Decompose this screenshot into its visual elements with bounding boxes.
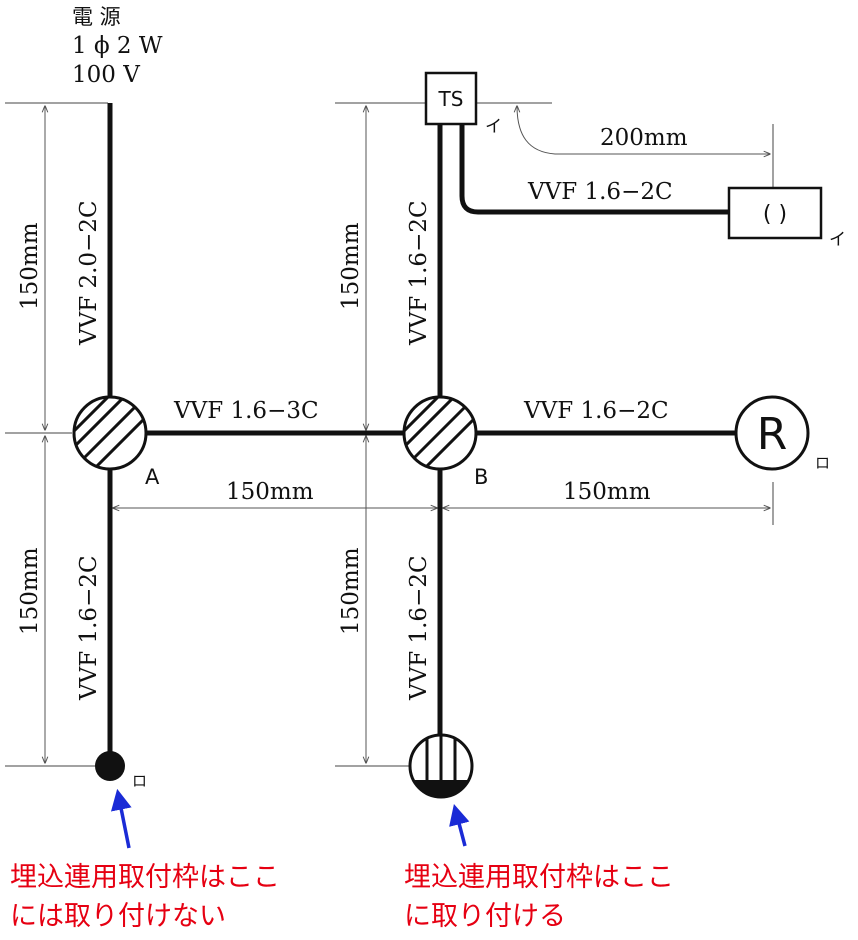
ts-i-mark: イ [485,117,502,137]
dim-label-ab: 150mm [226,479,314,505]
cable-label-b-to-r: VVF 1.6−2C [523,398,669,424]
power-voltage: 100 V [72,62,140,88]
arrow-left [110,788,132,849]
cable-label-b-to-outlet: VVF 1.6−2C [406,555,432,701]
dim-label-br: 150mm [563,479,651,505]
dimension-lines [45,106,770,763]
r-ro-mark: ロ [815,454,830,472]
switch-dot [95,751,125,781]
cable-label-a-to-switch: VVF 1.6−2C [76,555,102,701]
lamp-i-mark: イ [829,230,846,250]
dim-label-lamp: 200mm [600,125,688,151]
box-b-label: B [474,465,488,489]
cable-label-a-to-b: VVF 1.6−3C [173,398,319,424]
dim-label-switch: 150mm [17,547,43,635]
switch-ro-mark: ロ [132,772,147,790]
junction-box-b [402,395,478,471]
note-right-line1: 埋込連用取付枠はここ [404,862,674,893]
wires [107,103,735,752]
dim-label-outlet: 150mm [338,547,364,635]
dim-label-ts: 150mm [338,222,364,310]
power-phase: 1 ϕ 2 W [72,33,163,59]
note-left-line1: 埋込連用取付枠はここ [10,862,280,893]
box-a-label: A [145,465,160,489]
extension-lines [5,102,774,767]
dim-label-supply: 150mm [17,222,43,310]
ceiling-lamp-box: ( ) [727,186,823,240]
note-right-line2: に取り付ける [404,901,566,932]
wire-ts-to-lamp [459,124,729,215]
lamp-symbol: ( ) [763,202,787,227]
timer-switch-box: TS [424,71,478,126]
cable-label-supply: VVF 2.0−2C [76,200,102,346]
r-symbol: R [757,409,788,460]
receptacle-r: R [734,395,810,471]
ts-label: TS [438,87,464,111]
arrow-right [449,803,470,847]
junction-box-a [72,395,148,471]
cable-label-b-to-ts: VVF 1.6−2C [406,200,432,346]
dim-lamp [517,106,770,154]
cable-label-ts-to-lamp: VVF 1.6−2C [527,179,673,205]
note-left-line2: には取り付けない [10,901,226,932]
power-title: 電 源 [72,5,121,29]
outlet-receptacle [408,733,474,799]
power-source-label: 電 源 1 ϕ 2 W 100 V [72,5,163,88]
